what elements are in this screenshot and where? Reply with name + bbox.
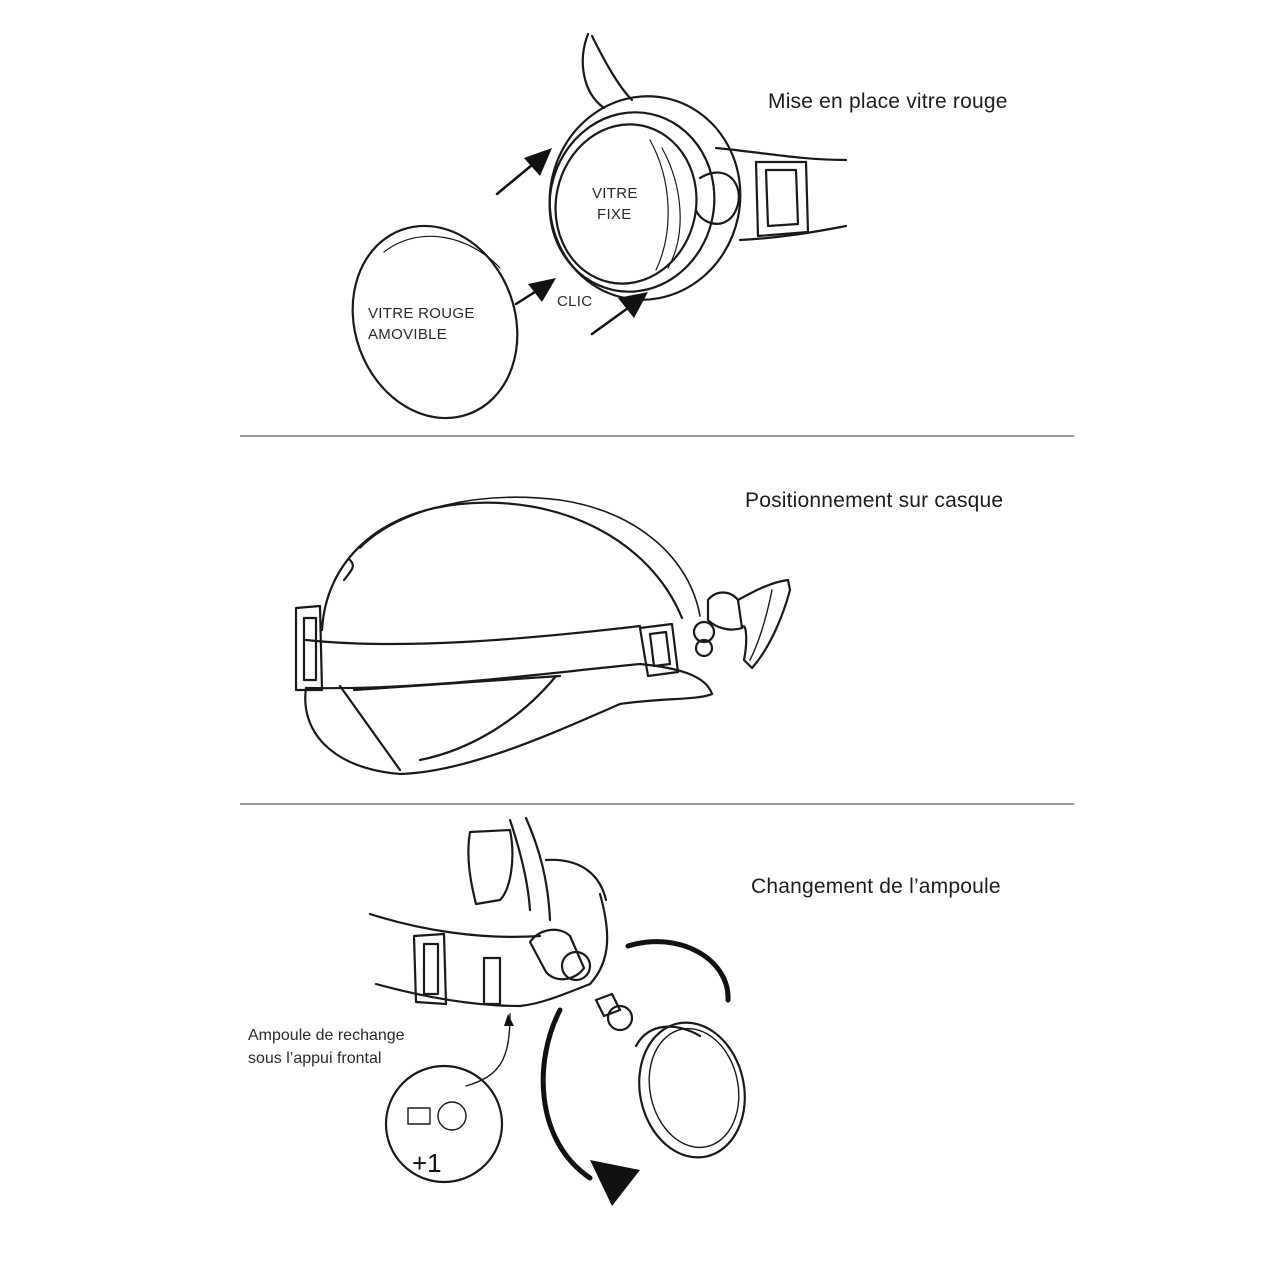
section-title-helmet: Positionnement sur casque [745, 489, 1004, 512]
label-click: CLIC [557, 293, 593, 310]
section-title-red-glass: Mise en place vitre rouge [768, 90, 1008, 113]
label-fixed-glass-2: FIXE [597, 206, 632, 223]
spare-count: +1 [412, 1148, 442, 1178]
label-spare-bulb-1: Ampoule de rechange [248, 1027, 405, 1044]
label-fixed-glass-1: VITRE [592, 185, 638, 202]
divider-2 [240, 803, 1074, 805]
divider-1 [240, 435, 1074, 437]
label-red-glass-1: VITRE ROUGE [368, 305, 475, 322]
label-red-glass-2: AMOVIBLE [368, 326, 448, 343]
label-spare-bulb-2: sous l’appui frontal [248, 1050, 382, 1067]
section-title-bulb: Changement de l’ampoule [751, 875, 1001, 898]
